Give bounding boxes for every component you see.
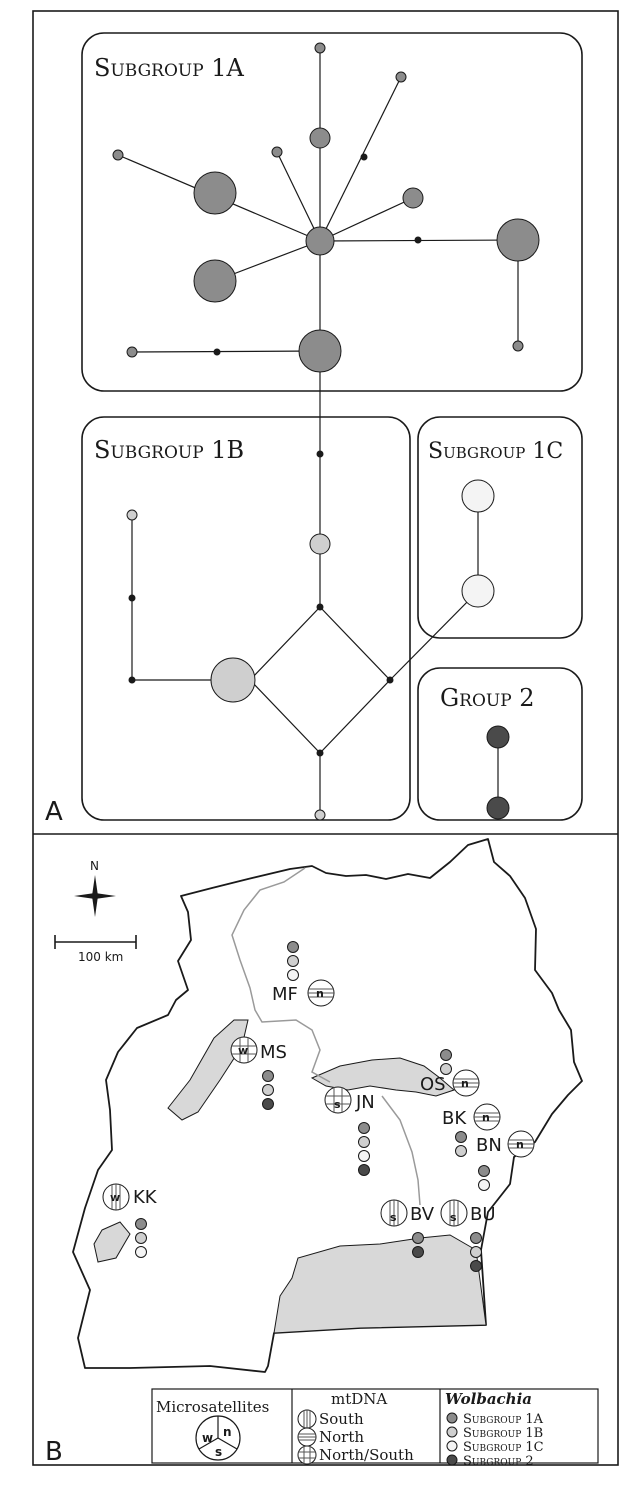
haplotype-node-1a bbox=[314, 42, 326, 54]
haplotype-node-1a bbox=[402, 187, 424, 209]
svg-text:s: s bbox=[390, 1211, 397, 1224]
legend-mtdna-south: South bbox=[297, 1409, 364, 1429]
haplotype-node-1a bbox=[309, 127, 331, 149]
group-box-group-2 bbox=[417, 667, 583, 821]
legend-wolbachia-2: Subgroup 2 bbox=[446, 1454, 534, 1469]
site-markers: n MF w MS s bbox=[102, 941, 535, 1272]
legend: Microsatellites n s w mtDNA South North bbox=[151, 1388, 599, 1469]
site-bn: n BN bbox=[476, 1130, 535, 1191]
panel-b: N 100 km n MF bbox=[45, 838, 599, 1469]
haplotype-node-1a bbox=[193, 259, 237, 303]
site-mf: n MF bbox=[272, 941, 335, 1007]
svg-text:Subgroup 2: Subgroup 2 bbox=[463, 1454, 534, 1469]
haplotype-node-group-2 bbox=[486, 725, 510, 749]
panel-a-label: A bbox=[45, 797, 63, 827]
haplotype-node-1c bbox=[461, 574, 495, 608]
svg-text:South: South bbox=[319, 1410, 364, 1428]
group-title-subgroup-1b: Subgroup 1B bbox=[94, 436, 244, 464]
figure-frame bbox=[32, 10, 619, 1466]
legend-mtdna-north-south: North/South bbox=[297, 1445, 414, 1465]
site-bv: s BV bbox=[380, 1199, 435, 1258]
site-kk: w KK bbox=[102, 1183, 158, 1258]
panel-a: Subgroup 1A Subgroup 1B Subgroup 1C Grou… bbox=[45, 32, 583, 827]
haplotype-node-group-2 bbox=[486, 796, 510, 820]
site-label-kk: KK bbox=[133, 1187, 158, 1208]
site-label-os: OS bbox=[420, 1074, 446, 1095]
svg-text:n: n bbox=[223, 1425, 232, 1439]
svg-text:n: n bbox=[482, 1111, 490, 1124]
site-label-jn: JN bbox=[355, 1092, 375, 1113]
svg-text:North: North bbox=[319, 1428, 364, 1446]
haplotype-node-1b bbox=[126, 509, 138, 521]
site-bk: n BK bbox=[442, 1103, 501, 1157]
legend-mtdna-north: North bbox=[297, 1427, 364, 1447]
site-jn: s JN bbox=[324, 1086, 375, 1176]
site-label-mf: MF bbox=[272, 984, 298, 1005]
haplotype-node-1b bbox=[314, 809, 326, 821]
svg-text:n: n bbox=[461, 1077, 469, 1090]
haplotype-node-1a bbox=[512, 340, 524, 352]
group-title-subgroup-1c: Subgroup 1C bbox=[428, 439, 563, 464]
haplotype-node-1a bbox=[395, 71, 407, 83]
compass-north-label: N bbox=[90, 859, 99, 873]
median-vectors bbox=[128, 153, 422, 757]
lake-victoria bbox=[273, 1234, 487, 1334]
svg-text:Subgroup 1B: Subgroup 1B bbox=[463, 1426, 543, 1441]
mtdna-marker-north-south bbox=[324, 1086, 352, 1114]
svg-text:w: w bbox=[110, 1191, 120, 1204]
site-label-bk: BK bbox=[442, 1108, 467, 1129]
legend-microsatellites-pie: n s w bbox=[195, 1415, 241, 1461]
scale-bar: 100 km bbox=[54, 935, 137, 964]
haplotype-node-1a bbox=[271, 146, 283, 158]
scale-bar-label: 100 km bbox=[78, 950, 123, 964]
legend-wolbachia-title: Wolbachia bbox=[445, 1390, 532, 1408]
site-bu: s BU bbox=[440, 1199, 496, 1272]
site-label-bv: BV bbox=[410, 1204, 435, 1225]
svg-text:s: s bbox=[450, 1211, 457, 1224]
svg-text:Subgroup 1A: Subgroup 1A bbox=[463, 1412, 544, 1427]
site-ms: w MS bbox=[230, 1036, 287, 1110]
svg-text:n: n bbox=[316, 987, 324, 1000]
legend-microsatellites-title: Microsatellites bbox=[156, 1398, 269, 1416]
haplotype-node-1a bbox=[496, 218, 540, 262]
haplotype-node-1a bbox=[298, 329, 342, 373]
svg-text:s: s bbox=[334, 1098, 341, 1111]
site-os: n OS bbox=[420, 1049, 480, 1097]
svg-text:Subgroup 1C: Subgroup 1C bbox=[463, 1440, 544, 1455]
haplotype-node-1a bbox=[126, 346, 138, 358]
haplotype-node-1a bbox=[193, 171, 237, 215]
haplotype-node-1c bbox=[461, 479, 495, 513]
legend-mtdna-title: mtDNA bbox=[331, 1390, 387, 1408]
svg-text:North/South: North/South bbox=[319, 1446, 414, 1464]
lake-albert bbox=[167, 1019, 249, 1121]
group-title-group-2: Group 2 bbox=[440, 684, 535, 712]
group-box-subgroup-1a bbox=[81, 32, 583, 392]
lake-edward bbox=[93, 1221, 131, 1263]
group-box-subgroup-1c bbox=[417, 416, 583, 639]
network-nodes bbox=[112, 42, 540, 821]
svg-text:s: s bbox=[215, 1445, 222, 1459]
svg-text:n: n bbox=[516, 1138, 524, 1151]
compass-rose: N bbox=[74, 859, 116, 917]
haplotype-node-1b bbox=[309, 533, 331, 555]
svg-text:w: w bbox=[202, 1431, 213, 1445]
nile-river bbox=[231, 867, 421, 1206]
haplotype-node-1a bbox=[112, 149, 124, 161]
site-label-ms: MS bbox=[260, 1042, 287, 1063]
site-label-bu: BU bbox=[470, 1204, 496, 1225]
svg-text:w: w bbox=[238, 1044, 248, 1057]
site-label-bn: BN bbox=[476, 1135, 502, 1156]
network-edges bbox=[117, 48, 519, 815]
lake-kyoga bbox=[310, 1057, 455, 1097]
legend-wolbachia-1a: Subgroup 1A bbox=[446, 1412, 544, 1427]
haplotype-node-1a-hub bbox=[305, 226, 335, 256]
panel-b-label: B bbox=[45, 1437, 63, 1467]
group-box-subgroup-1b bbox=[81, 416, 411, 821]
mtdna-marker-north-south bbox=[230, 1036, 258, 1064]
legend-wolbachia-1b: Subgroup 1B bbox=[446, 1426, 543, 1441]
legend-wolbachia-1c: Subgroup 1C bbox=[446, 1440, 544, 1455]
group-title-subgroup-1a: Subgroup 1A bbox=[94, 54, 245, 82]
haplotype-node-1b bbox=[210, 657, 256, 703]
